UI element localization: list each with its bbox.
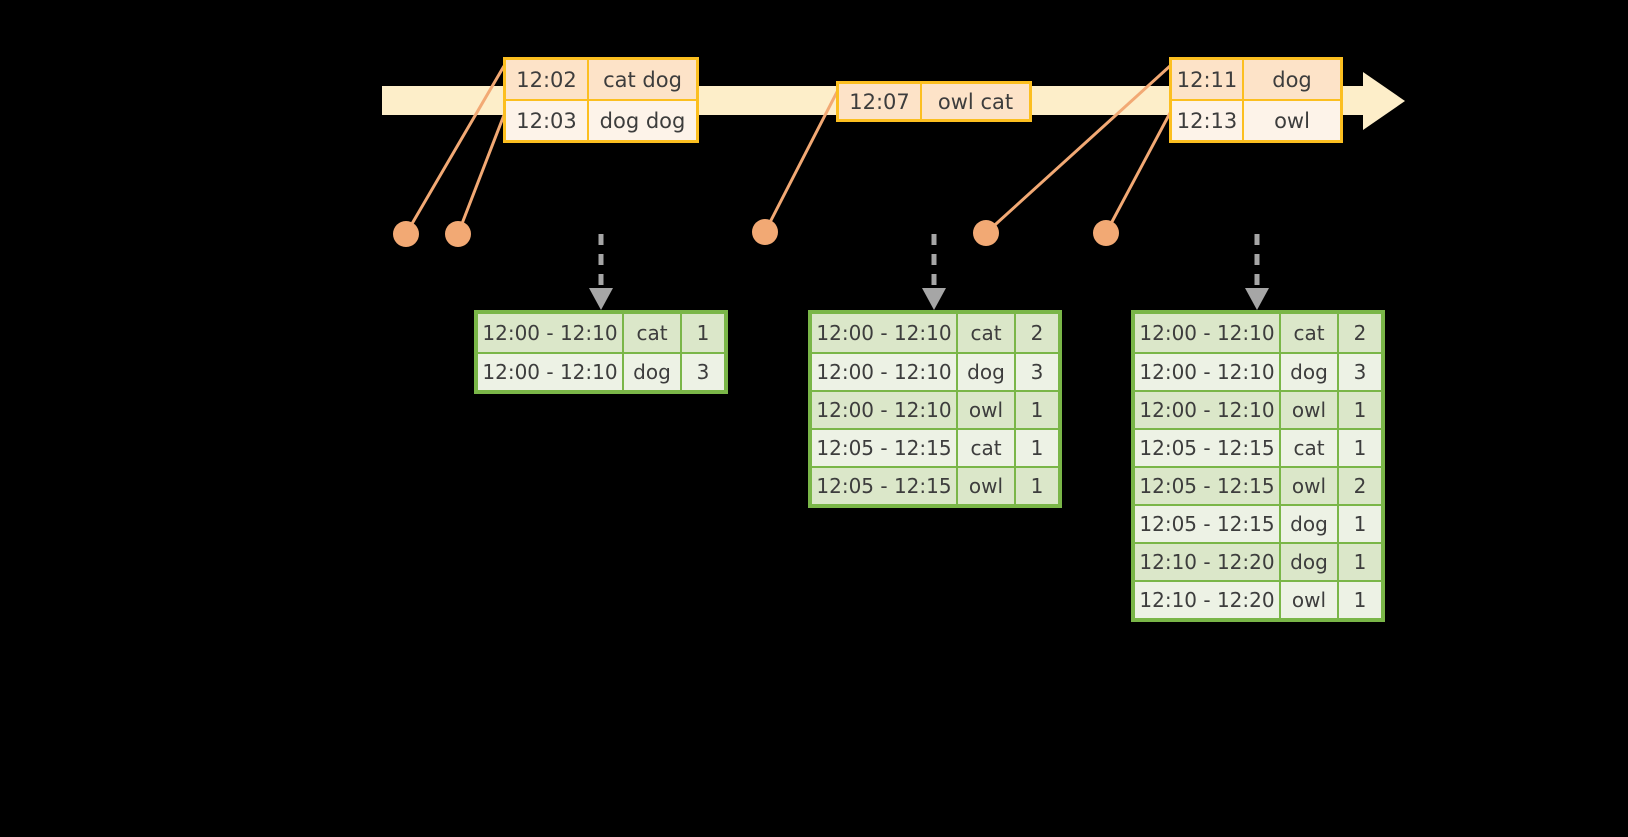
cell-window: 12:00 - 12:10 [812,314,958,352]
cell-key: cat [1281,314,1339,352]
cell-window: 12:00 - 12:10 [812,392,958,428]
event-dot-1203-connector [456,114,506,235]
arrowhead-icon [589,288,613,310]
cell-count: 3 [696,360,710,384]
cell-window: 12:05 - 12:15 [1135,468,1281,504]
down-arrow-to-table-2 [922,234,946,310]
cell-count: 1 [1353,550,1367,574]
cell-count: 3 [1030,360,1044,384]
event-dot-1213 [1093,220,1119,246]
event-box-2: 12:07 owl cat [836,81,1032,122]
cell-key: owl [1281,468,1339,504]
cell-key: cat [958,314,1016,352]
cell-count: 1 [1353,436,1367,460]
down-arrow-to-table-1 [589,234,613,310]
event-row: 12:11 dog [1172,60,1340,99]
event-dot-1211 [973,220,999,246]
event-time: 12:03 [506,101,589,140]
event-dot-1203 [445,221,471,247]
event-time: 12:13 [1172,101,1244,140]
cell-count: 1 [1353,398,1367,422]
cell-count: 3 [1353,360,1367,384]
cell-count: 2 [1353,321,1367,345]
event-time: 12:02 [506,60,589,99]
cell-key: cat [958,430,1016,466]
cell-key: dog [958,354,1016,390]
cell-window: 12:05 - 12:15 [1135,506,1281,542]
event-row: 12:13 owl [1172,99,1340,140]
cell-count: 1 [1353,588,1367,612]
cell-count: 1 [696,321,710,345]
event-row: 12:07 owl cat [839,84,1029,119]
event-words: dog [1272,67,1312,92]
cell-window: 12:10 - 12:20 [1135,582,1281,618]
cell-window: 12:00 - 12:10 [478,314,624,352]
cell-window: 12:00 - 12:10 [1135,392,1281,428]
down-arrow-to-table-3 [1245,234,1269,310]
cell-window: 12:00 - 12:10 [1135,354,1281,390]
event-box-1: 12:02 cat dog 12:03 dog dog [503,57,699,143]
cell-key: dog [1281,506,1339,542]
cell-count: 2 [1030,321,1044,345]
cell-count: 1 [1030,436,1044,460]
timeline-arrowhead-icon [1363,72,1405,130]
cell-window: 12:05 - 12:15 [1135,430,1281,466]
cell-key: dog [1281,544,1339,580]
event-box-3: 12:11 dog 12:13 owl [1169,57,1343,143]
cell-key: owl [1281,582,1339,618]
event-words: owl [1274,108,1310,133]
cell-window: 12:10 - 12:20 [1135,544,1281,580]
cell-key: owl [958,392,1016,428]
cell-key: owl [1281,392,1339,428]
cell-window: 12:05 - 12:15 [812,430,958,466]
event-row: 12:02 cat dog [506,60,696,99]
cell-key: owl [958,468,1016,504]
cell-count: 1 [1353,512,1367,536]
cell-key: dog [1281,354,1339,390]
cell-window: 12:00 - 12:10 [812,354,958,390]
cell-count: 1 [1030,474,1044,498]
event-words: dog dog [599,108,686,133]
cell-count: 1 [1030,398,1044,422]
arrowhead-icon [1245,288,1269,310]
event-dot-1207 [752,219,778,245]
event-row: 12:03 dog dog [506,99,696,140]
arrowhead-icon [922,288,946,310]
cell-key: dog [624,354,682,390]
cell-window: 12:00 - 12:10 [478,354,624,390]
event-dot-1213-connector [1104,112,1172,234]
cell-key: cat [1281,430,1339,466]
cell-window: 12:05 - 12:15 [812,468,958,504]
event-words: cat dog [603,67,682,92]
event-time: 12:07 [839,84,922,119]
event-words: owl cat [937,89,1014,114]
event-time: 12:11 [1172,60,1244,99]
cell-window: 12:00 - 12:10 [1135,314,1281,352]
event-dot-1202 [393,221,419,247]
cell-count: 2 [1353,474,1367,498]
cell-key: cat [624,314,682,352]
